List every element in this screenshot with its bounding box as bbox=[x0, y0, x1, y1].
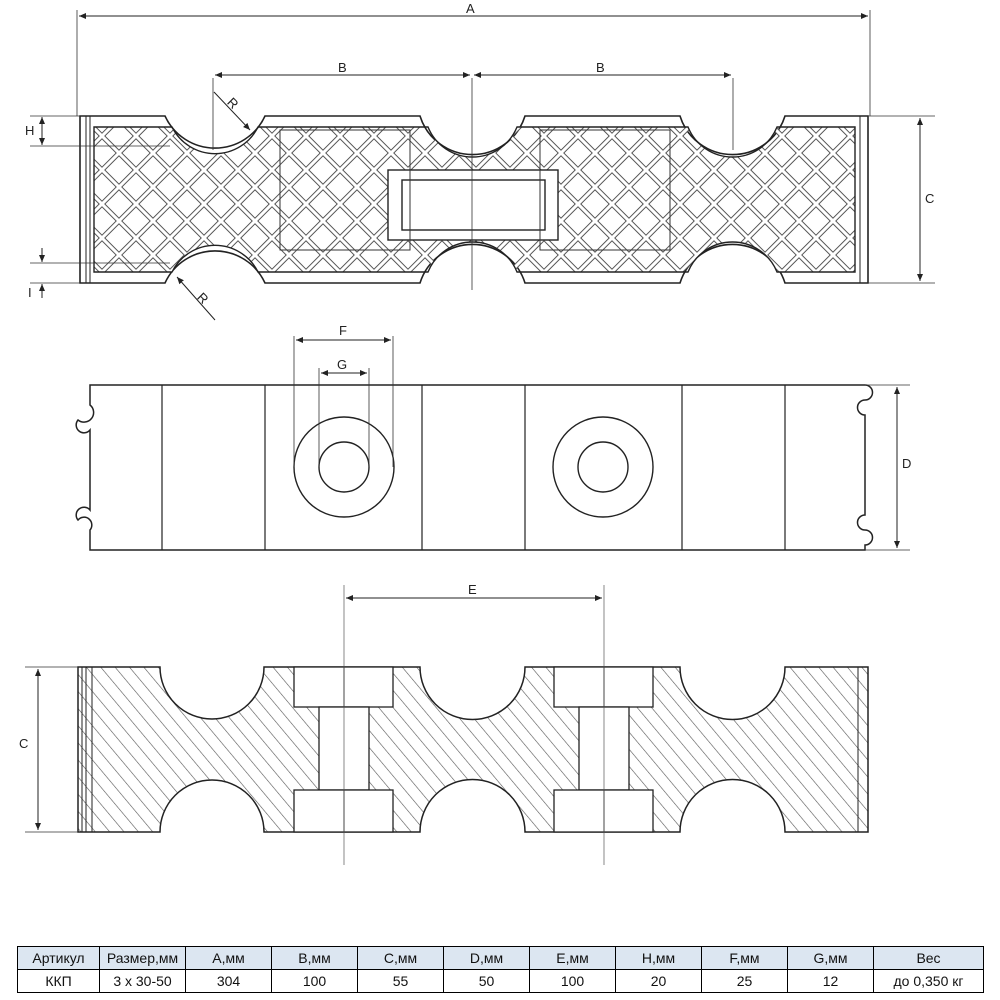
table-cell: 100 bbox=[271, 969, 358, 993]
top-view: A B B R R H I C bbox=[25, 1, 935, 321]
side-view-outline bbox=[75, 384, 874, 551]
table-cell: 304 bbox=[185, 969, 272, 993]
table-cell: 55 bbox=[357, 969, 444, 993]
spec-table-header-row: Артикул Размер,мм A,мм B,мм C,мм D,мм E,… bbox=[17, 946, 984, 970]
label-b-left: B bbox=[338, 60, 347, 75]
bolt-channel-right bbox=[553, 666, 654, 833]
side-view: F G D bbox=[75, 323, 911, 551]
header-cell: E,мм bbox=[529, 946, 616, 970]
table-cell: 50 bbox=[443, 969, 530, 993]
header-cell: Размер,мм bbox=[99, 946, 186, 970]
header-cell: D,мм bbox=[443, 946, 530, 970]
label-e: E bbox=[468, 582, 477, 597]
header-cell: Вес bbox=[873, 946, 984, 970]
table-cell: 25 bbox=[701, 969, 788, 993]
table-cell: 3 x 30-50 bbox=[99, 969, 186, 993]
label-h: H bbox=[25, 123, 34, 138]
table-cell: 100 bbox=[529, 969, 616, 993]
header-cell: B,мм bbox=[271, 946, 358, 970]
label-a: A bbox=[466, 1, 475, 16]
header-cell: A,мм bbox=[185, 946, 272, 970]
label-c-section: C bbox=[19, 736, 28, 751]
header-cell: H,мм bbox=[615, 946, 702, 970]
header-cell: G,мм bbox=[787, 946, 874, 970]
table-cell: до 0,350 кг bbox=[873, 969, 984, 993]
header-cell: C,мм bbox=[357, 946, 444, 970]
section-view: E C bbox=[19, 582, 869, 865]
table-cell: ККП bbox=[17, 969, 100, 993]
label-r-top: R bbox=[224, 95, 241, 112]
header-cell: Артикул bbox=[17, 946, 100, 970]
label-i: I bbox=[28, 285, 32, 300]
header-cell: F,мм bbox=[701, 946, 788, 970]
table-cell: 20 bbox=[615, 969, 702, 993]
mount-hole-right-inner bbox=[577, 441, 629, 493]
label-r-bottom: R bbox=[194, 290, 211, 307]
label-b-right: B bbox=[596, 60, 605, 75]
table-cell: 12 bbox=[787, 969, 874, 993]
section-outline bbox=[77, 666, 869, 833]
mount-hole-right-outer bbox=[552, 416, 654, 518]
spec-table-row: ККП 3 x 30-50 304 100 55 50 100 20 25 12… bbox=[17, 969, 984, 993]
spec-table: Артикул Размер,мм A,мм B,мм C,мм D,мм E,… bbox=[17, 946, 984, 993]
label-f: F bbox=[339, 323, 347, 338]
technical-drawing: A B B R R H I C bbox=[19, 1, 935, 865]
label-d: D bbox=[902, 456, 911, 471]
label-c-top: C bbox=[925, 191, 934, 206]
label-g: G bbox=[337, 357, 347, 372]
